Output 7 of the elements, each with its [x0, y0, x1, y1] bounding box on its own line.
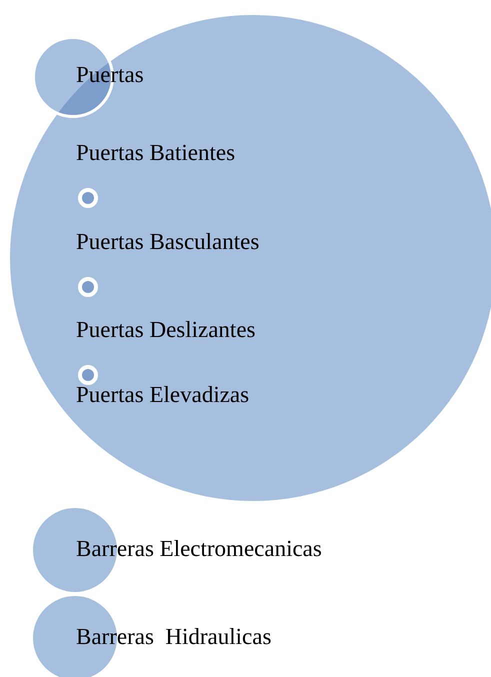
- item-label: Puertas Batientes: [76, 140, 236, 166]
- item-label: Barreras Electromecanicas: [76, 536, 322, 562]
- item-label: Puertas: [76, 62, 144, 88]
- item-label: Puertas Basculantes: [76, 229, 260, 255]
- item-label: Barreras Hidraulicas: [76, 624, 272, 650]
- item-label: Puertas Deslizantes: [76, 317, 256, 343]
- item-label: Puertas Elevadizas: [76, 382, 250, 408]
